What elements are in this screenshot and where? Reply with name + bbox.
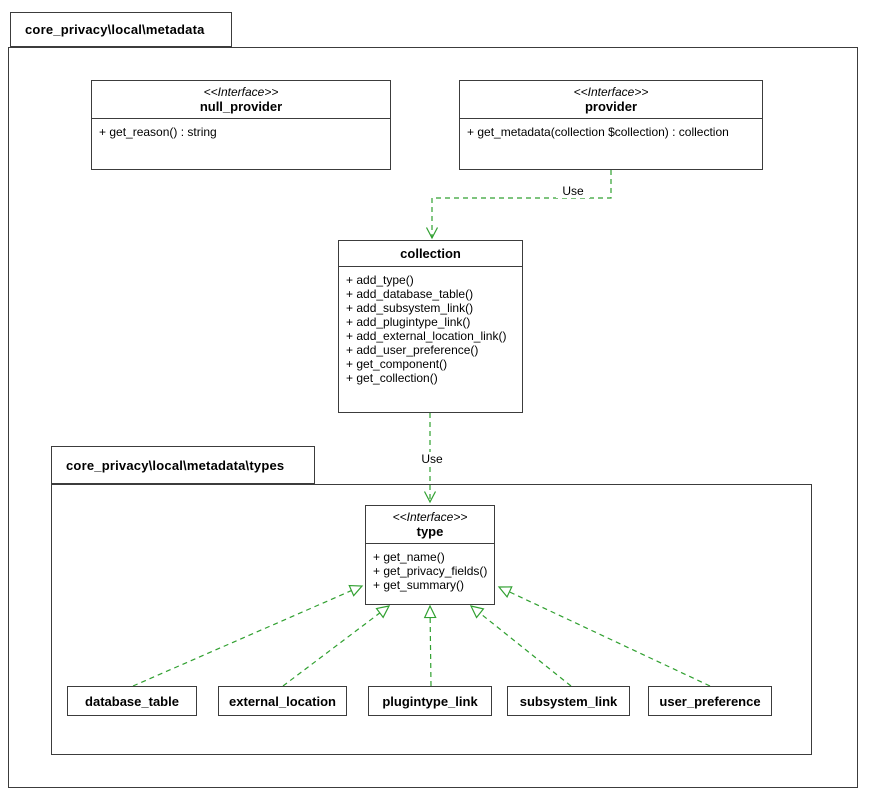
package-title: core_privacy\local\metadata: [25, 22, 205, 37]
stereotype-label: <<Interface>>: [392, 510, 468, 524]
class-members: + add_type() + add_database_table() + ad…: [339, 267, 522, 391]
class-members: + get_metadata(collection $collection) :…: [460, 119, 762, 145]
class-header: collection: [339, 241, 522, 267]
class-name: external_location: [229, 693, 336, 709]
class-members: + get_name() + get_privacy_fields() + ge…: [366, 544, 494, 598]
method: + get_collection(): [346, 371, 438, 385]
class-subsystem-link: subsystem_link: [507, 686, 630, 716]
class-plugintype-link: plugintype_link: [368, 686, 492, 716]
class-name: null_provider: [199, 99, 283, 114]
class-collection: collection + add_type() + add_database_t…: [338, 240, 523, 413]
class-header: <<Interface>> null_provider: [92, 81, 390, 119]
class-null-provider: <<Interface>> null_provider + get_reason…: [91, 80, 391, 170]
class-name: database_table: [85, 693, 179, 709]
edge-database-table-implements-type: [132, 584, 364, 687]
method: + add_subsystem_link(): [346, 301, 474, 315]
stereotype-label: <<Interface>>: [573, 85, 649, 99]
method: + get_summary(): [373, 578, 465, 592]
method: + add_plugintype_link(): [346, 315, 471, 329]
class-name: subsystem_link: [519, 693, 618, 709]
stereotype-label: <<Interface>>: [203, 85, 279, 99]
edge-user-preference-implements-type: [497, 586, 711, 687]
package-types-tab: core_privacy\local\metadata\types: [51, 446, 315, 484]
edge-plugintype-link-implements-type: [423, 604, 437, 687]
method: + get_reason() : string: [99, 125, 217, 139]
package-core-privacy-metadata-tab: core_privacy\local\metadata: [10, 12, 232, 47]
class-name: plugintype_link: [382, 693, 478, 709]
method: + get_privacy_fields(): [373, 564, 488, 578]
class-external-location: external_location: [218, 686, 347, 716]
use-label-collection-type: Use: [415, 452, 449, 466]
method: + get_component(): [346, 357, 448, 371]
use-label-provider-collection: Use: [556, 184, 590, 198]
class-members: + get_reason() : string: [92, 119, 390, 145]
class-database-table: database_table: [67, 686, 197, 716]
edge-provider-uses-collection: [425, 170, 612, 240]
method: + add_type(): [346, 273, 414, 287]
method: + add_user_preference(): [346, 343, 479, 357]
class-name: provider: [584, 99, 637, 114]
class-user-preference: user_preference: [648, 686, 772, 716]
class-header: <<Interface>> provider: [460, 81, 762, 119]
class-type: <<Interface>> type + get_name() + get_pr…: [365, 505, 495, 605]
class-name: type: [416, 524, 444, 539]
class-name: user_preference: [659, 693, 761, 709]
edge-external-location-implements-type: [282, 605, 391, 687]
method: + add_external_location_link(): [346, 329, 507, 343]
method: + add_database_table(): [346, 287, 474, 301]
class-name: collection: [400, 246, 461, 261]
class-provider: <<Interface>> provider + get_metadata(co…: [459, 80, 763, 170]
method: + get_metadata(collection $collection) :…: [467, 125, 729, 139]
edge-subsystem-link-implements-type: [469, 605, 572, 687]
package-title: core_privacy\local\metadata\types: [66, 457, 285, 473]
method: + get_name(): [373, 550, 445, 564]
class-header: <<Interface>> type: [366, 506, 494, 544]
